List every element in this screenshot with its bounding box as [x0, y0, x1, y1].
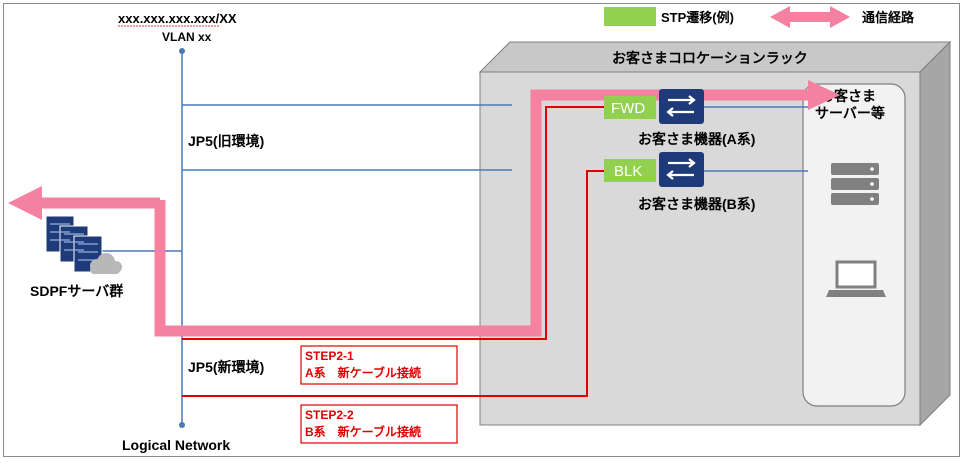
- step-2-1-desc: A系 新ケーブル接続: [305, 365, 421, 380]
- rack-title: お客さまコロケーションラック: [612, 50, 808, 66]
- device-a: FWD お客さま機器(A系): [604, 89, 755, 147]
- step-2-2-title: STEP2-2: [305, 408, 354, 422]
- server-panel: [802, 83, 906, 407]
- customer-server-area: お客さま サーバー等: [802, 83, 906, 407]
- server-label-line1: お客さま: [820, 88, 876, 104]
- device-b-state-badge: [604, 159, 656, 182]
- bus-top-node: [179, 48, 185, 54]
- new-cable-b: [182, 170, 604, 397]
- step-2-2-desc: B系 新ケーブル接続: [305, 424, 421, 439]
- new-cables: [182, 106, 604, 397]
- sdpf-label: SDPFサーバ群: [30, 283, 123, 299]
- cloud-icon: [90, 253, 122, 274]
- legend: STP遷移(例) 通信経路: [604, 6, 915, 28]
- path-arrowhead-left: [8, 186, 42, 220]
- legend-stp-label: STP遷移(例): [661, 10, 734, 25]
- path-line: [154, 89, 810, 337]
- device-b-switch-icon: [659, 152, 704, 187]
- jp5-old-label: JP5(旧環境): [188, 133, 264, 149]
- logical-network-label: Logical Network: [122, 437, 230, 453]
- communication-path: [8, 80, 840, 337]
- legend-path-arrow: [770, 6, 850, 28]
- device-b-state: BLK: [614, 163, 642, 180]
- device-a-label: お客さま機器(A系): [638, 131, 755, 147]
- device-a-switch-icon: [659, 89, 704, 124]
- server-label-line2: サーバー等: [815, 105, 885, 121]
- server-stack-icon: [831, 163, 879, 205]
- sdpf-server-icon: SDPFサーバ群: [30, 215, 123, 299]
- device-b-label: お客さま機器(B系): [638, 196, 755, 212]
- step-2-2-box: STEP2-2 B系 新ケーブル接続: [300, 404, 458, 444]
- step-2-1-title: STEP2-1: [305, 349, 354, 363]
- vlan-label: VLAN xx: [162, 30, 212, 44]
- new-cable-a: [182, 106, 604, 340]
- network-address: xxx.xxx.xxx.xxx/XX: [118, 11, 237, 26]
- old-env-links: [95, 104, 808, 252]
- device-b: BLK お客さま機器(B系): [604, 152, 755, 212]
- bus-bottom-node: [179, 422, 185, 428]
- diagram-frame: [3, 3, 960, 457]
- rack-side: [919, 40, 951, 427]
- device-a-state: FWD: [611, 100, 645, 117]
- jp5-new-label: JP5(新環境): [188, 359, 264, 375]
- path-arrowhead-right: [808, 80, 840, 110]
- laptop-icon: [826, 260, 886, 297]
- legend-path-label: 通信経路: [862, 10, 915, 25]
- device-a-state-badge: [604, 96, 656, 119]
- legend-stp-swatch: [604, 7, 656, 26]
- logical-network-bus: [179, 48, 185, 428]
- step-2-1-box: STEP2-1 A系 新ケーブル接続: [300, 345, 458, 385]
